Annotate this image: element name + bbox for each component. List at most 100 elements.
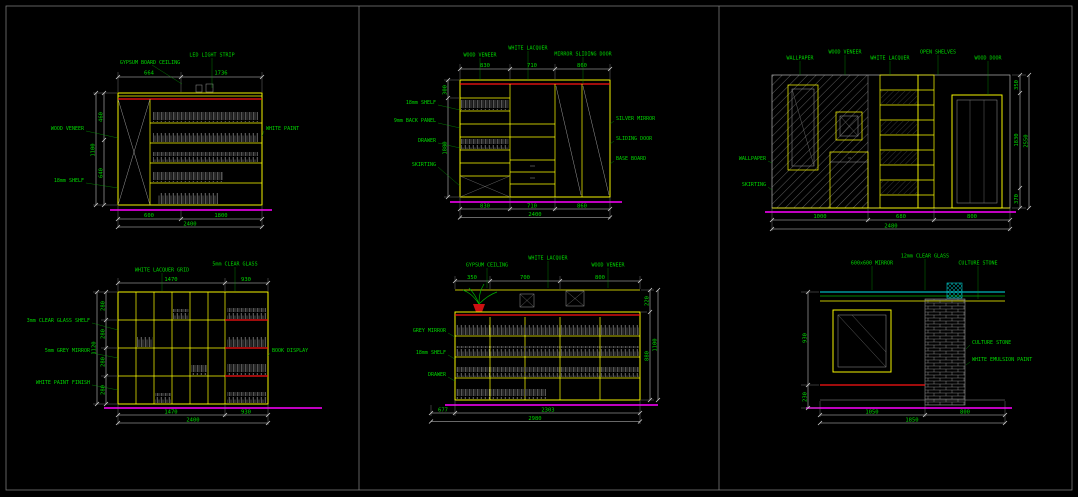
wardrobe-annotations: WOOD VENEER WHITE LACQUER MIRROR SLIDING…: [394, 46, 656, 187]
dim-label: 600: [144, 213, 154, 219]
books-row: [456, 389, 546, 399]
annotation-label: WOOD VENEER: [591, 263, 625, 269]
annotation-label: DRAWER: [418, 138, 437, 144]
annotation-label: 600x600 MIRROR: [851, 261, 894, 267]
dim-label: 860: [577, 63, 587, 69]
dim-label: 370: [1014, 194, 1020, 204]
study-wall-annotations: WALLPAPER WOOD VENEER WHITE LACQUER OPEN…: [739, 50, 1003, 191]
dim-total-label: 2400: [183, 222, 196, 228]
display-cabinet-annotations: GYPSUM CEILING WHITE LACQUER WOOD VENEER…: [413, 256, 626, 382]
annotation-label: DRAWER: [428, 372, 447, 378]
dim-label: 1100: [91, 143, 97, 156]
annotation-label: CULTURE STONE: [958, 261, 997, 267]
dim-label: 460: [99, 112, 105, 122]
annotation-label: WHITE EMULSION PAINT: [972, 357, 1032, 363]
mirror-frame: [832, 309, 892, 373]
books-row: [227, 392, 266, 403]
annotation-label: SILVER MIRROR: [616, 116, 656, 122]
mirror-shine: [837, 314, 887, 368]
study-wall-dimensions: 350 1830 370 2550 1000 680 800 2480: [769, 72, 1032, 232]
annotation-label: WOOD DOOR: [974, 56, 1002, 62]
annotation-label: WHITE LACQUER GRID: [135, 268, 189, 274]
books-row: [153, 112, 258, 122]
annotation-label: 18mm SHELF: [54, 178, 84, 184]
dim-label: 710: [527, 204, 537, 210]
picture-frame: [519, 293, 535, 308]
books-row: [456, 367, 639, 377]
annotation-label: 5mm GREY MIRROR: [45, 348, 91, 354]
shelf-lines: [455, 335, 640, 379]
dim-label: 640: [99, 168, 105, 178]
side-panel-cross: [117, 98, 151, 206]
annotation-label: 12mm CLEAR GLASS: [901, 254, 949, 260]
door-mirror-diagonals: [555, 85, 610, 196]
dim-label: 1736: [214, 71, 227, 77]
picture-frame: [565, 290, 585, 307]
dim-label: 1880: [443, 141, 449, 154]
bookshelf-structure: [110, 83, 272, 211]
wardrobe-dimensions: 830 710 860 300 1880 830 710 860 2400: [443, 63, 613, 220]
dim-total-label: 1850: [905, 418, 918, 424]
shelf-infill: [881, 91, 917, 104]
panel-mirror-stone-elevation: 930 230 1050 800 1850 600x600 MIRROR 12m…: [801, 254, 1032, 426]
cabinet-outline: [117, 92, 263, 206]
dim-label: 664: [144, 71, 155, 77]
annotation-label: WALLPAPER: [739, 156, 767, 162]
grid-horizontals: [118, 319, 225, 377]
cabinet-outline: [459, 79, 611, 198]
books-row: [158, 193, 218, 204]
dim-label: 1800: [214, 213, 227, 219]
books-row: [461, 139, 509, 149]
display-cabinet-dimensions: 350 700 800 220 880 1100 677 2303 2980: [428, 275, 661, 424]
dim-label: 230: [803, 392, 809, 402]
panel-display-cabinet-elevation: 350 700 800 220 880 1100 677 2303 2980 G…: [413, 256, 661, 424]
picture-frame: [835, 111, 863, 141]
annotation-label: 9mm BACK PANEL: [394, 118, 436, 124]
annotation-label: BASE BOARD: [616, 156, 646, 162]
annotation-label: WHITE LACQUER: [528, 256, 568, 262]
dim-label: 677: [438, 408, 448, 414]
grid-shelf-annotations: WHITE LACQUER GRID 5mm CLEAR GLASS 3mm C…: [27, 262, 308, 391]
dim-label: 800: [960, 410, 970, 416]
annotation-label: SKIRTING: [742, 182, 766, 188]
annotation-label: 5mm CLEAR GLASS: [212, 262, 257, 268]
annotation-label: GYPSUM CEILING: [466, 263, 508, 269]
dim-label: 860: [577, 204, 587, 210]
dim-label: 300: [443, 85, 449, 95]
dim-label: 220: [645, 296, 651, 306]
annotation-label: MIRROR SLIDING DOOR: [554, 52, 612, 58]
drawer-lines: [510, 123, 555, 185]
grid-shelf-dimensions: 1470 930 280 280 280 280 1120 1470 930 2…: [92, 277, 271, 426]
panel-study-wall-elevation: 350 1830 370 2550 1000 680 800 2480 WALL…: [739, 50, 1032, 232]
annotation-label: LED LIGHT STRIP: [189, 53, 234, 59]
books-row: [227, 308, 266, 319]
dim-label: 280: [101, 329, 107, 339]
annotation-label: 18mm SHELF: [416, 350, 446, 356]
dim-label: 830: [480, 204, 490, 210]
narrow-shelf-column: [917, 74, 935, 209]
dim-label: 1830: [1014, 133, 1020, 146]
grid-shelf-structure: [104, 291, 322, 409]
cubby-items: [137, 337, 153, 347]
dim-label: 680: [896, 214, 906, 220]
dim-label: 280: [101, 385, 107, 395]
dim-label: 1470: [164, 410, 177, 416]
hatched-wall: [772, 75, 868, 208]
books-row: [153, 152, 258, 162]
wall-panel: [787, 84, 819, 171]
toe-kick-cross: [459, 175, 511, 198]
study-wall-structure: [765, 74, 1016, 213]
dim-total-label: 2550: [1024, 134, 1030, 147]
culture-stone-column: [924, 298, 966, 406]
books-row: [153, 172, 223, 182]
bookshelf-annotations: GYPSUM BOARD CEILING LED LIGHT STRIP WOO…: [51, 53, 299, 189]
annotation-label: WALLPAPER: [786, 56, 814, 62]
annotation-label: WHITE LACQUER: [508, 46, 548, 52]
annotation-label: WOOD VENEER: [828, 50, 862, 56]
dim-label: 2303: [541, 408, 554, 414]
drawer-handles: [530, 165, 535, 179]
dim-label: 700: [520, 275, 530, 281]
dim-label: 350: [1014, 80, 1020, 90]
